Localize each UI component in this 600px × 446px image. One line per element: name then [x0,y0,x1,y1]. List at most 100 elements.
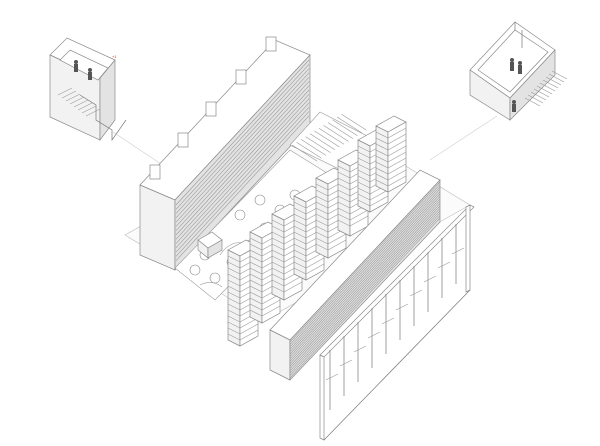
stair-tread [524,97,541,107]
floor-line [227,321,241,329]
plaza-hatch-line [296,141,322,159]
floor-line [249,297,263,305]
stair-tread [69,96,85,105]
floor-line [387,139,407,151]
floor-line [337,177,351,185]
floor-line [249,273,263,281]
floor-line [293,231,307,239]
stair-tread [545,76,562,86]
tree [209,272,221,284]
floor-line [227,291,241,299]
frame-brace [339,359,353,367]
floor-line [357,145,371,153]
floor-line [261,299,281,311]
louver-line [289,181,441,343]
floor-line [293,237,307,245]
floor-line [227,303,241,311]
floor-line [249,309,263,317]
floor-line [227,267,241,275]
detail-view-apartment-west: +1 [49,37,127,142]
stepped-residential-block [227,115,407,347]
floor-line [227,309,241,317]
floor-line [315,207,329,215]
facade-line [175,111,310,257]
stair-tread [551,70,568,80]
floor-line [271,225,285,233]
louver-line [289,196,441,357]
frame-brace [423,275,437,283]
floor-line [315,225,329,233]
floor-line [315,183,329,191]
floor-line [337,219,351,227]
detail-tag: +1 [112,54,117,59]
floor-line [283,275,303,287]
plaza-hatch-line [291,144,318,162]
floor-line [357,169,371,177]
slab-building-north [139,36,311,271]
floor-line [315,195,329,203]
floor-line [327,239,347,251]
stair-tread [57,87,73,96]
plaza-hatch-line [300,139,327,156]
floor-line [227,327,241,335]
floor-line [293,219,307,227]
facade-line [175,89,310,236]
stair-tread [530,91,547,101]
frame-brace [367,331,381,339]
floor-line [357,181,371,189]
floor-line [249,237,263,245]
floor-line [375,173,389,181]
floor-line [227,261,241,269]
floor-line [369,189,389,201]
stair-tread [548,73,565,83]
floor-line [337,201,351,209]
louver-line [289,200,441,362]
frame-brace [381,317,395,325]
facade-line [175,94,310,240]
floor-line [305,263,325,275]
plaza-hatch-line [323,125,349,142]
plaza-hatch-line [309,133,336,151]
stair-tread [65,93,81,102]
facade-line [175,76,310,223]
floor-line [337,165,351,173]
floor-line [375,155,389,163]
louver-line [289,191,441,352]
floor-line [315,201,329,209]
floor-line [227,279,241,287]
floor-line [249,249,263,257]
detail-view-apartment-east [469,21,568,121]
louver-line [289,210,441,372]
plaza-hatch-line [336,116,363,134]
floor-line [375,131,389,139]
floor-line [249,279,263,287]
floor-line [227,273,241,281]
frame-brace [395,303,409,311]
floor-line [315,231,329,239]
floor-line [293,225,307,233]
floor-line [271,219,285,227]
louver-line [289,217,441,379]
floor-line [375,149,389,157]
slab-building-east [269,169,441,381]
floor-line [387,127,407,139]
facade-line [175,81,310,227]
louver-line [289,205,441,367]
plaza-hatch-line [318,127,345,145]
floor-line [315,189,329,197]
exploded-frame-structure [319,204,475,441]
floor-line [387,169,407,181]
tree [189,264,201,276]
louver-line [289,203,441,364]
floor-line [249,243,263,251]
floor-line [315,243,329,251]
floor-line [271,243,285,251]
louver-line [289,215,441,376]
plaza-hatch-line [332,119,358,137]
floor-line [249,267,263,275]
floor-line [293,213,307,221]
floor-line [271,267,285,275]
floor-line [271,255,285,263]
floor-line [293,243,307,251]
stair-tread [533,88,550,98]
